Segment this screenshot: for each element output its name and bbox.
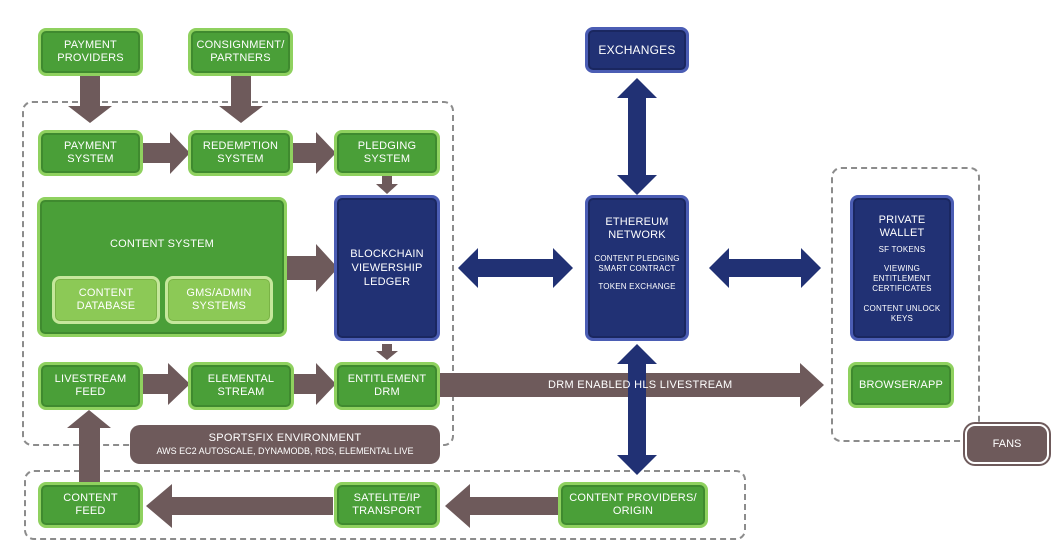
redemption-system-node: REDEMPTION SYSTEM xyxy=(188,130,293,176)
exchanges-node: EXCHANGES xyxy=(585,27,689,73)
content-delivery-region xyxy=(24,470,746,540)
arrow-content-feed-to-livestream xyxy=(67,410,111,482)
arrow-blockchain-ethereum xyxy=(458,248,573,288)
pledging-system-node: PLEDGING SYSTEM xyxy=(334,130,440,176)
private-wallet-node: PRIVATE WALLET SF TOKENS VIEWING ENTITLE… xyxy=(850,195,954,341)
arrow-exchanges-ethereum xyxy=(617,78,657,195)
consignment-partners-node: CONSIGNMENT/ PARTNERS xyxy=(188,28,293,76)
arrow-providers-to-satellite xyxy=(445,484,558,528)
payment-providers-node: PAYMENT PROVIDERS xyxy=(38,28,143,76)
content-providers-origin-node: CONTENT PROVIDERS/ ORIGIN xyxy=(558,482,708,528)
arrow-consignment-to-redemption xyxy=(219,76,263,123)
fans-node: FANS xyxy=(965,424,1049,464)
arrow-payment-to-redemption xyxy=(141,132,190,174)
ethereum-network-node: ETHEREUM NETWORK CONTENT PLEDGING SMART … xyxy=(585,195,689,341)
arrow-ethereum-wallet xyxy=(709,248,821,288)
arrow-payment-providers-to-payment-system xyxy=(68,76,112,123)
payment-system-node: PAYMENT SYSTEM xyxy=(38,130,143,176)
blockchain-viewership-ledger-node: BLOCKCHAIN VIEWERSHIP LEDGER xyxy=(334,195,440,341)
fans-region xyxy=(831,167,980,442)
content-feed-node: CONTENT FEED xyxy=(38,482,143,528)
arrow-livestream-to-elemental xyxy=(141,363,190,405)
sportsfix-environment-banner: SPORTSFIX ENVIRONMENT AWS EC2 AUTOSCALE,… xyxy=(130,425,440,464)
arrow-ethereum-providers xyxy=(617,344,657,475)
entitlement-drm-node: ENTITLEMENT DRM xyxy=(334,362,440,410)
livestream-feed-node: LIVESTREAM FEED xyxy=(38,362,143,410)
gms-admin-systems-node: GMS/ADMIN SYSTEMS xyxy=(165,276,273,324)
arrow-elemental-to-entitlement xyxy=(292,363,336,405)
drm-hls-livestream-label: DRM ENABLED HLS LIVESTREAM xyxy=(548,379,733,391)
arrow-pledging-to-blockchain xyxy=(376,176,398,194)
elemental-stream-node: ELEMENTAL STREAM xyxy=(188,362,294,410)
arrow-blockchain-to-entitlement xyxy=(376,344,398,360)
browser-app-node: BROWSER/APP xyxy=(848,362,954,408)
arrow-content-system-to-blockchain xyxy=(287,244,338,292)
content-database-node: CONTENT DATABASE xyxy=(52,276,160,324)
arrow-redemption-to-pledging xyxy=(291,132,336,174)
arrow-satellite-to-content-feed xyxy=(146,484,333,528)
satellite-ip-transport-node: SATELITE/IP TRANSPORT xyxy=(334,482,440,528)
